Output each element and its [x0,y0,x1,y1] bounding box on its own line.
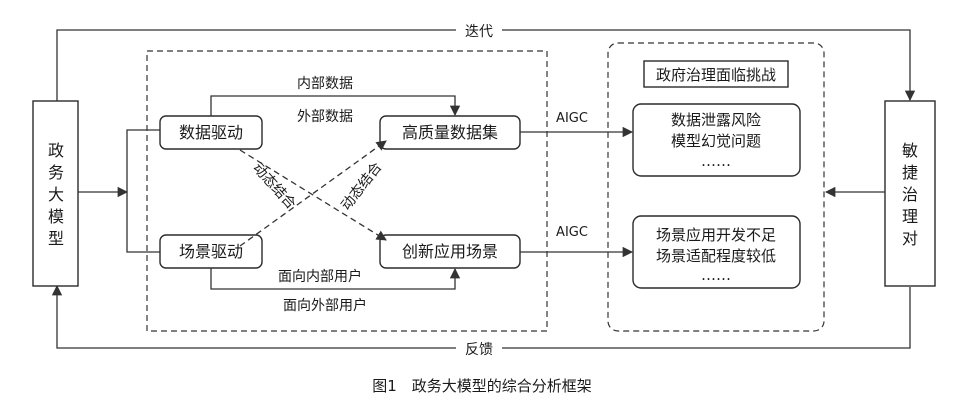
figure-caption: 图1 政务大模型的综合分析框架 [372,377,592,395]
external-data-label: 外部数据 [297,109,353,125]
aigc-bottom-label: AIGC [556,225,588,240]
agile-governance-label: 敏捷治理对 [902,141,918,248]
internal-data-label: 内部数据 [297,76,353,92]
innovative-scenario-label: 创新应用场景 [402,242,498,261]
agile-governance-box [884,100,936,287]
internal-data-arrow [210,95,461,117]
quality-dataset-label: 高质量数据集 [402,123,498,142]
scenario-driven-label: 场景驱动 [179,242,243,261]
iterate-label: 迭代 [465,24,493,40]
internal-users-label: 面向内部用户 [278,268,362,285]
feedback-label: 反馈 [465,342,493,358]
external-users-label: 面向外部用户 [283,297,367,314]
challenge-title-box [643,60,789,88]
challenge-group-1: 数据泄露风险模型幻觉问题…… [671,111,761,170]
challenge-group-2-box [632,215,801,289]
challenge-group-2: 场景应用开发不足场景适配程度较低…… [656,226,776,284]
challenge-region [607,42,825,332]
drivers-bracket [126,129,160,253]
driver-region [146,50,548,332]
challenge-group-1-box [632,103,801,177]
combine-arrow-to-innovative [239,149,387,241]
aigc-top-label: AIGC [556,111,588,126]
gov-large-model-box [32,100,79,287]
combine-label-2: 动态结合 [338,160,385,214]
users-arrow [210,267,461,290]
gov-large-model-label: 政务大模型 [48,141,64,248]
combine-label-1: 动态结合 [249,160,298,212]
data-driven-label: 数据驱动 [179,123,243,142]
challenge-title: 政府治理面临挑战 [656,66,776,84]
